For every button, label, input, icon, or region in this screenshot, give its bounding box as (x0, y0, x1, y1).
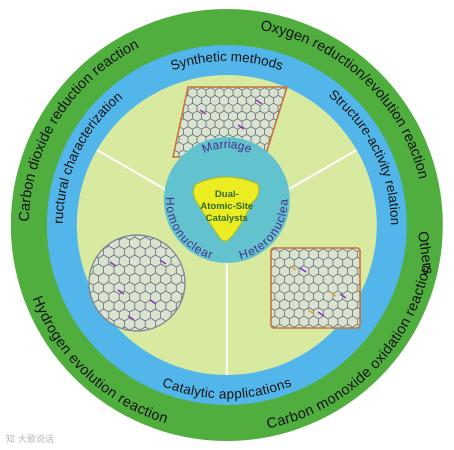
dopant-bond (255, 99, 263, 105)
outer-label-others: Others (414, 230, 436, 275)
right-lattice-frame (270, 247, 361, 329)
left-lattice-frame (88, 234, 186, 332)
core-line-2: Atomic-Site (200, 201, 253, 212)
core-line-1: Dual- (215, 189, 239, 200)
core-triangle (192, 176, 260, 242)
right-lattice-illustration (270, 247, 361, 329)
dopant-bond (109, 261, 117, 267)
inner-label-marriage: Marriage (200, 137, 254, 156)
dopant-bond (199, 109, 207, 115)
dopant-bond (149, 299, 157, 305)
left-lattice-illustration (88, 234, 186, 332)
dopant-bond (317, 311, 325, 317)
dopant-bond (237, 124, 245, 130)
dopant-bond (307, 309, 315, 315)
dopant-bond (339, 293, 347, 299)
dopant-bond (289, 265, 297, 271)
dopant-bond (127, 315, 135, 321)
watermark-text: 知 大歌说话 (6, 435, 54, 445)
dopant-bond (159, 259, 167, 265)
left-lattice-mesh (89, 235, 185, 331)
dopant-bond (299, 267, 307, 273)
core-line-3: Catalysts (206, 213, 248, 224)
dopant-bond (117, 289, 125, 295)
dopant-bond (329, 291, 337, 297)
